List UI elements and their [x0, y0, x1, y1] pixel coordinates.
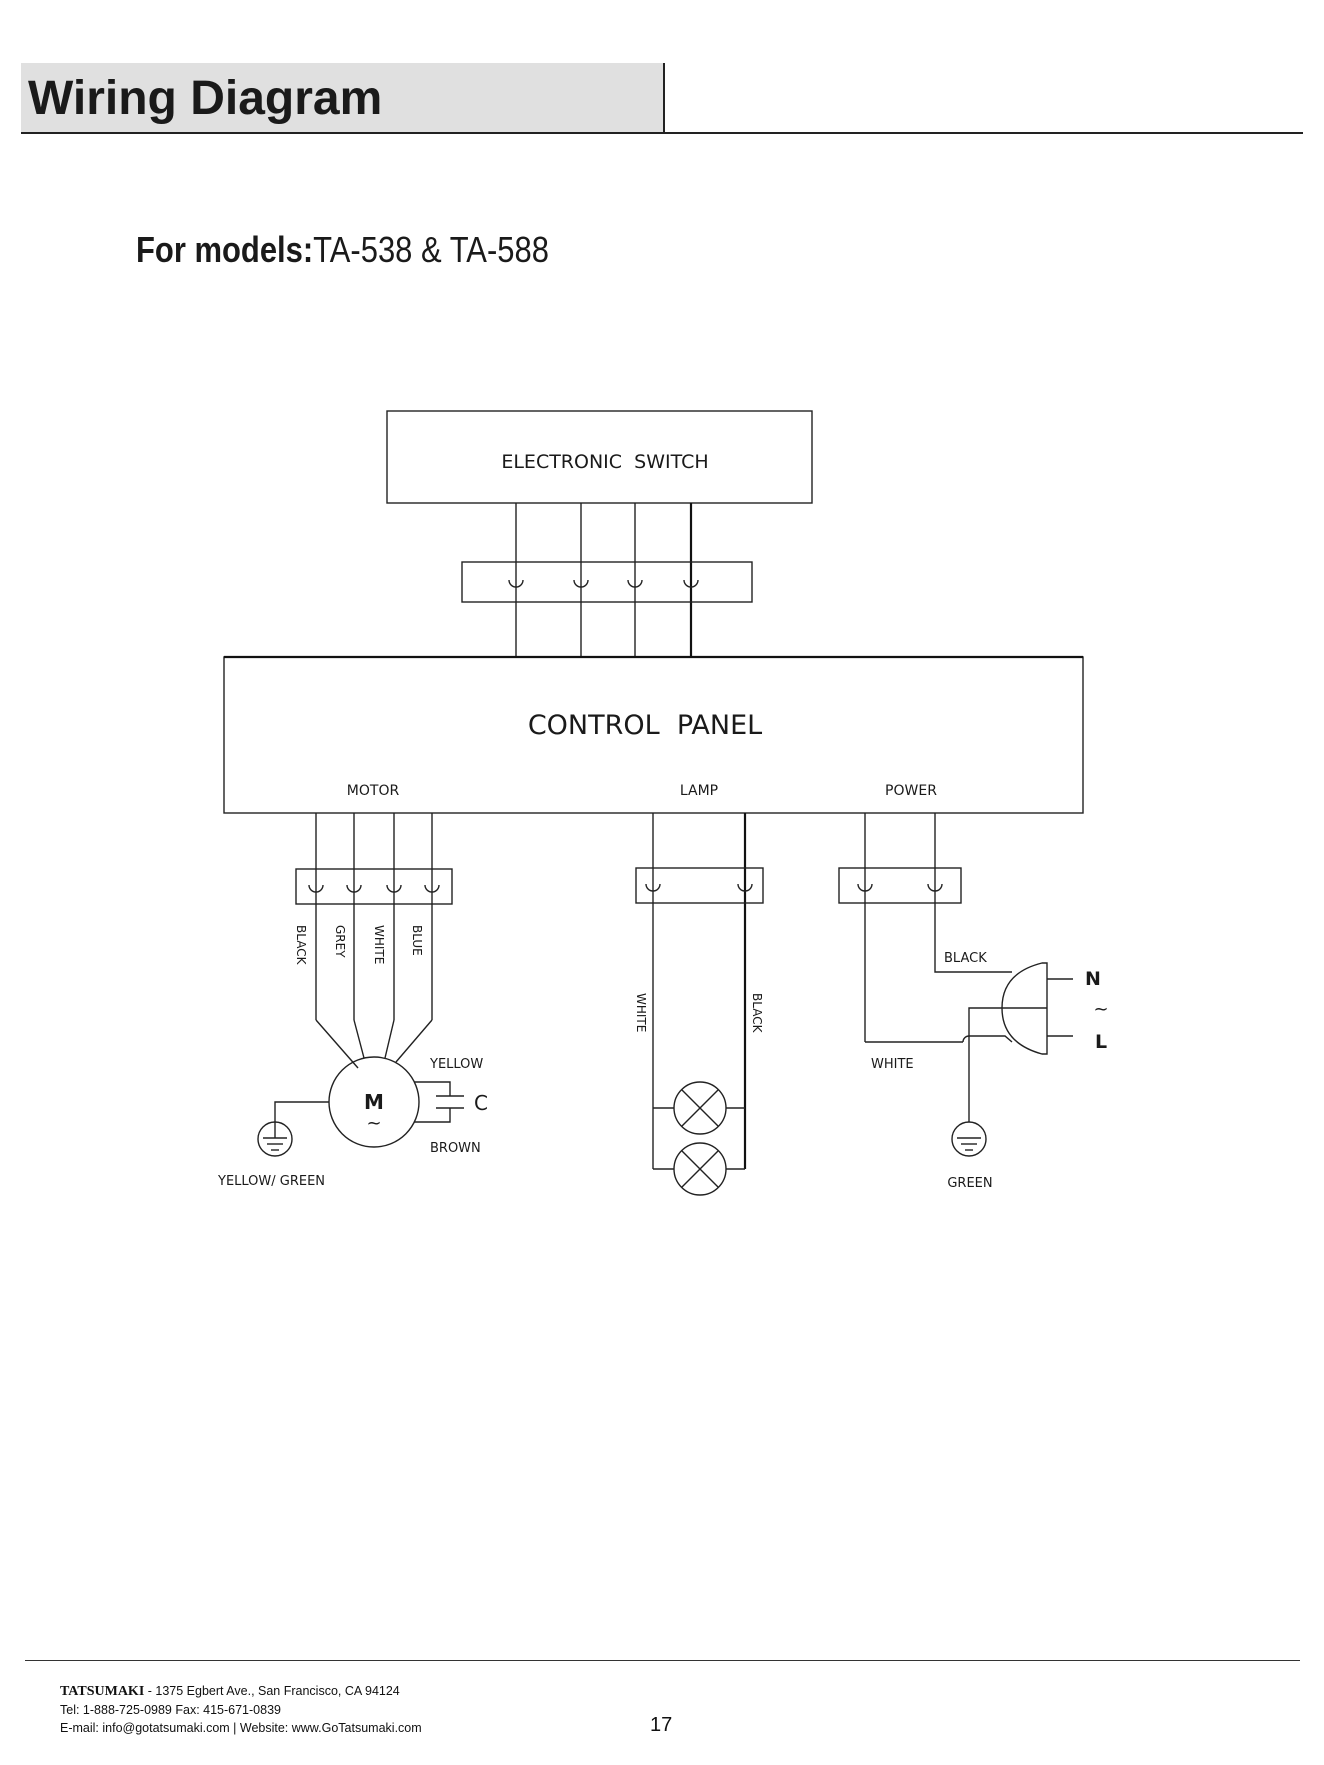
motor-wire-blue-lead — [395, 1019, 433, 1063]
lamp-wire-label-white: WHITE — [634, 993, 648, 1032]
page-title: Wiring Diagram — [28, 72, 383, 125]
motor-wire-black-lead — [315, 1019, 359, 1069]
motor-terminal-4 — [424, 884, 440, 893]
motor-letter: M — [364, 1090, 384, 1114]
models-label: For models: — [136, 229, 314, 270]
lamp-port-label: LAMP — [680, 783, 718, 799]
control-panel-label: CONTROL PANEL — [528, 710, 762, 741]
power-connector-block — [838, 867, 962, 904]
capacitor-wire-yellow — [414, 1081, 451, 1096]
footer-contact: E-mail: info@gotatsumaki.com | Website: … — [60, 1721, 422, 1735]
models-value: TA-538 & TA-588 — [313, 229, 549, 270]
lamp-connector-block — [635, 867, 764, 904]
footer-rule — [25, 1660, 1300, 1661]
footer-phone: Tel: 1-888-725-0989 Fax: 415-671-0839 — [60, 1703, 281, 1717]
models-line: For models:TA-538 & TA-588 — [136, 228, 549, 272]
motor-port-label: MOTOR — [347, 783, 400, 799]
lamp-1-cross-b — [681, 1089, 719, 1127]
page-number: 17 — [650, 1714, 673, 1736]
power-wire-black — [934, 813, 1012, 973]
electronic-switch-label: ELECTRONIC SWITCH — [501, 451, 708, 473]
motor-wire-white-lead — [384, 1019, 395, 1059]
lamp-1-icon — [673, 1081, 727, 1135]
plug-tilde: ~ — [1093, 999, 1108, 1020]
power-terminal-1 — [857, 883, 873, 892]
footer: TATSUMAKI - 1375 Egbert Ave., San Franci… — [60, 1682, 422, 1737]
switch-terminal-3 — [627, 579, 643, 588]
electronic-switch-box — [386, 410, 813, 504]
motor-wire-label-grey: GREY — [333, 925, 347, 958]
plug-l-label: L — [1095, 1031, 1107, 1053]
switch-terminal-2 — [573, 579, 589, 588]
power-ground-wire — [968, 1007, 1005, 1122]
motor-connector-block — [295, 868, 453, 905]
capacitor-wire-yellow-label: YELLOW — [429, 1057, 483, 1072]
motor-wire-grey-lead — [353, 1019, 365, 1059]
footer-company: TATSUMAKI — [60, 1684, 145, 1699]
lamp-wire-label-black: BLACK — [750, 993, 764, 1034]
switch-terminal-4 — [683, 579, 699, 588]
footer-address: - 1375 Egbert Ave., San Francisco, CA 94… — [144, 1684, 400, 1698]
motor-terminal-3 — [386, 884, 402, 893]
motor-ground-label: YELLOW/ GREEN — [217, 1174, 325, 1189]
lamp-2-icon — [673, 1142, 727, 1196]
lamp-2-cross-b — [681, 1150, 719, 1188]
motor-terminal-2 — [346, 884, 362, 893]
capacitor-wire-brown-label: BROWN — [430, 1141, 481, 1156]
lamp-terminal-1 — [645, 883, 661, 892]
motor-wire-label-blue: BLUE — [410, 925, 424, 956]
header-band — [21, 63, 664, 133]
header-rule — [21, 132, 1303, 134]
power-wire-white-label: WHITE — [871, 1057, 914, 1072]
power-port-label: POWER — [885, 783, 937, 799]
footer-address-line: TATSUMAKI - 1375 Egbert Ave., San Franci… — [60, 1682, 422, 1701]
power-wire-black-label: BLACK — [944, 951, 987, 966]
lamp-terminal-2 — [737, 883, 753, 892]
power-terminal-2 — [927, 883, 943, 892]
motor-terminal-1 — [308, 884, 324, 893]
motor-wire-label-black: BLACK — [294, 925, 308, 966]
capacitor-label: C — [474, 1091, 488, 1115]
motor-ground-wire — [274, 1101, 329, 1122]
switch-connector-block — [461, 561, 753, 603]
power-wire-white-hop — [962, 1035, 1013, 1043]
motor-wire-label-white: WHITE — [372, 925, 386, 964]
motor-tilde: ~ — [366, 1113, 381, 1134]
power-ground-icon — [951, 1121, 987, 1157]
power-ground-label: GREEN — [947, 1176, 992, 1191]
capacitor-wire-brown — [414, 1108, 451, 1123]
switch-terminal-1 — [508, 579, 524, 588]
plug-n-label: N — [1085, 968, 1101, 990]
header-divider — [663, 63, 665, 133]
